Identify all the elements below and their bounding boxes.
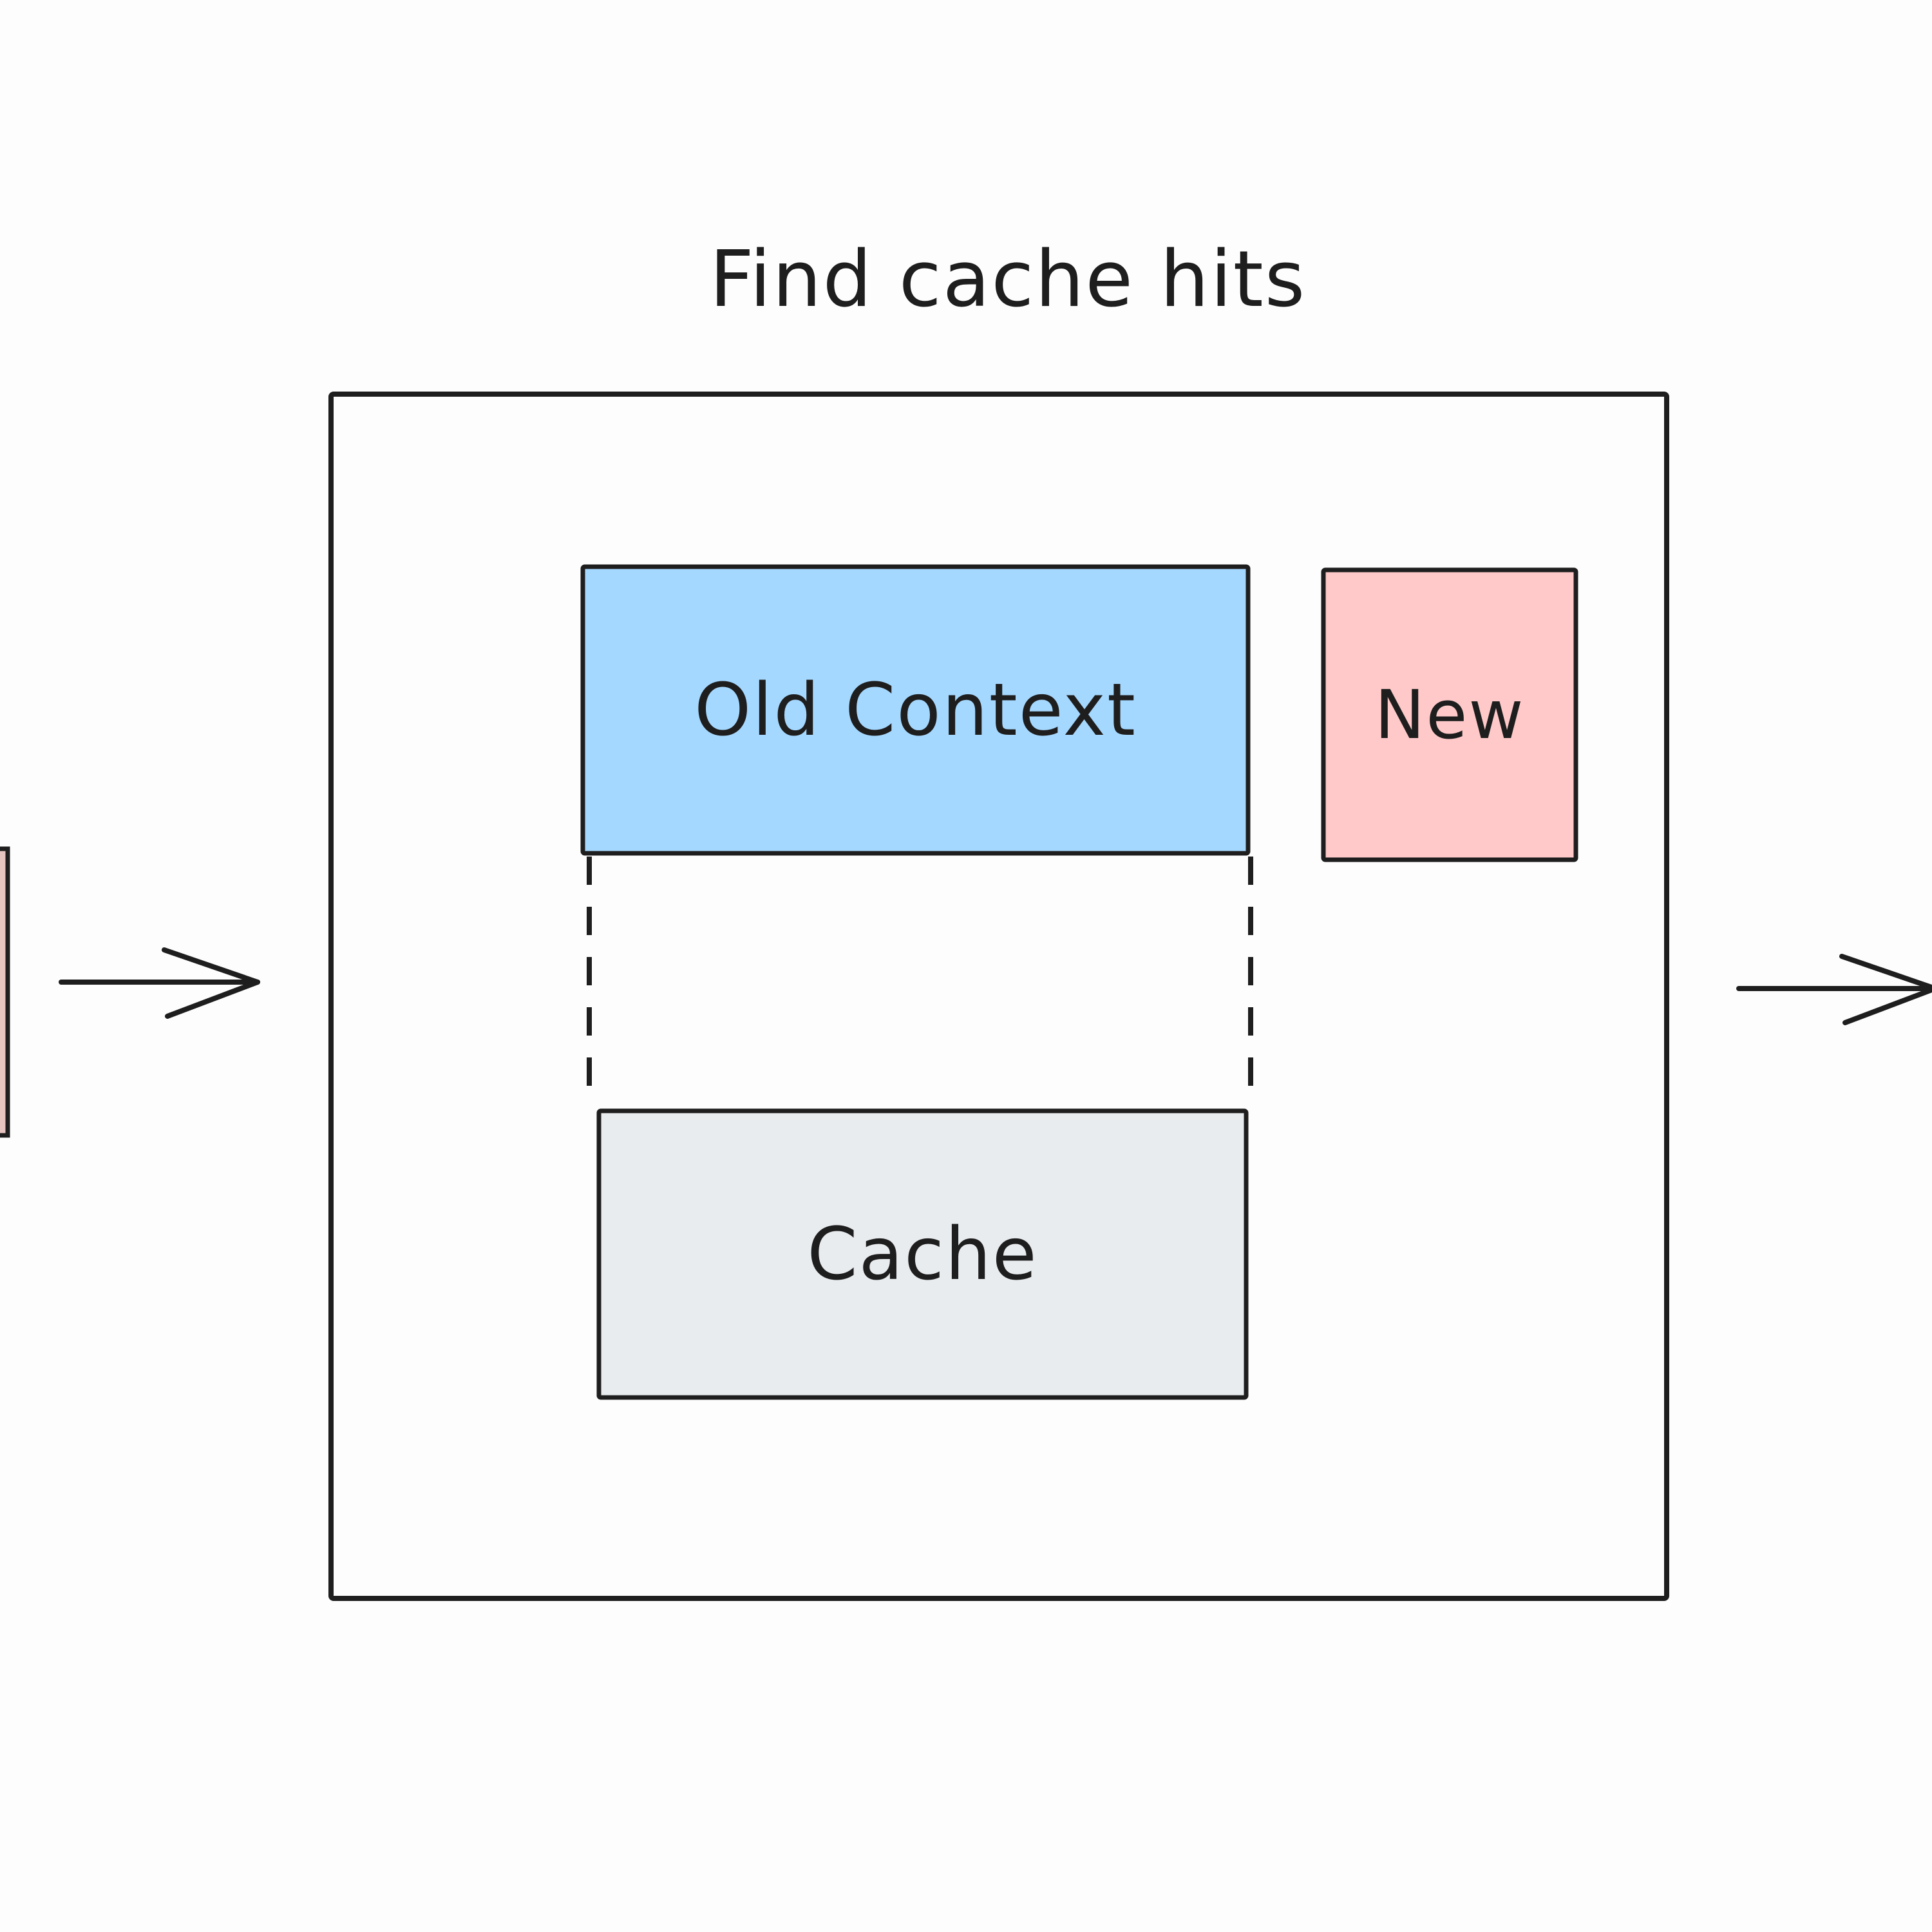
cache-label: Cache [807, 1212, 1038, 1296]
diagram-title: Find cache hits [709, 235, 1307, 325]
new-label: New [1374, 676, 1525, 754]
new-box [1321, 567, 1578, 862]
left-arrow [59, 947, 260, 1019]
outer-container [328, 392, 1669, 1601]
cache-box [596, 1108, 1249, 1400]
dashed-gap [587, 857, 1253, 1108]
right-arrow [1736, 954, 1932, 1025]
old-context-box [580, 564, 1251, 856]
left-partial-box [0, 846, 10, 1138]
old-context-label: Old Context [694, 668, 1137, 752]
